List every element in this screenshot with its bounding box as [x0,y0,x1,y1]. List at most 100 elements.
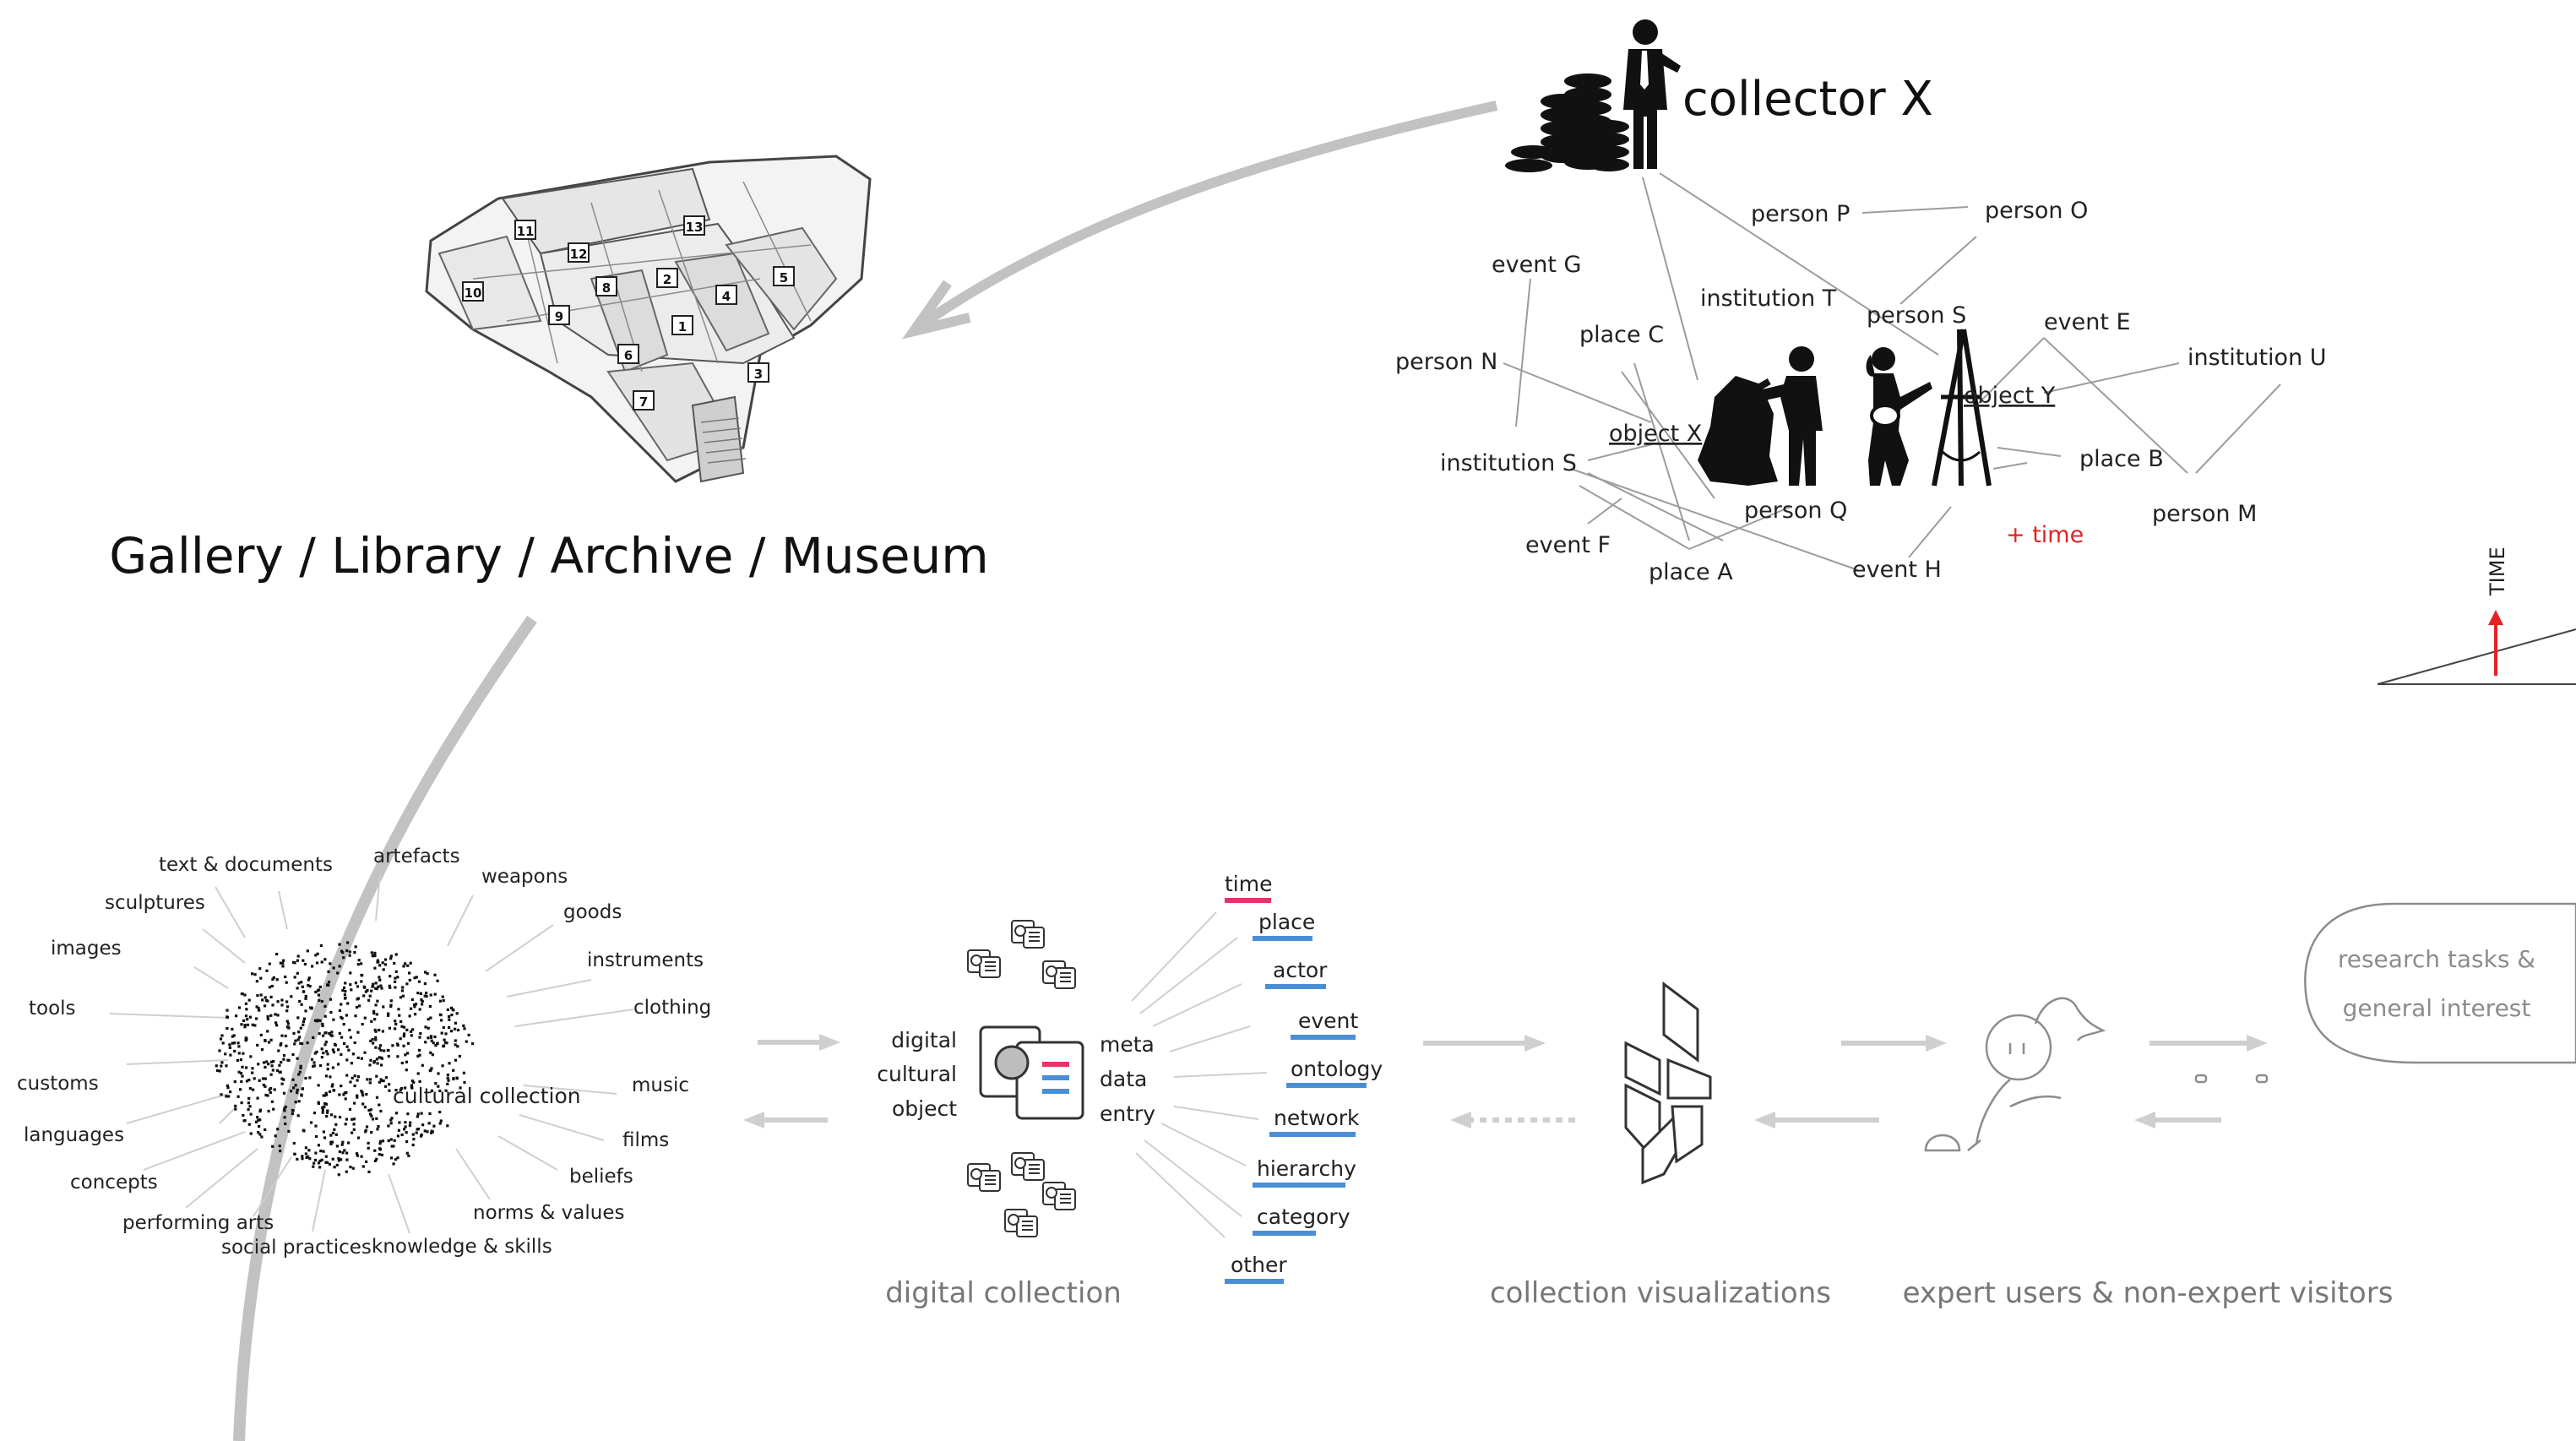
collection-item-dot [314,1151,318,1155]
collection-item-dot [338,1116,342,1119]
node-person-p: person P [1751,201,1850,227]
collection-item-dot [269,1014,273,1017]
node-event-g: event G [1492,252,1581,278]
collection-item-dot [285,1020,289,1023]
collection-item-dot [319,943,323,948]
collection-item-dot [448,1014,451,1019]
collection-item-dot [233,1041,236,1045]
collection-item-dot [272,1107,275,1111]
collection-item-dot [256,1116,259,1119]
collection-item-dot [376,1128,379,1131]
collection-item-dot [243,993,247,997]
collection-item-dot [349,983,352,987]
collection-item-dot [368,1078,372,1081]
collection-item-dot [437,1072,440,1075]
collection-item-dot [378,1139,383,1143]
collection-item-dot [304,1076,307,1080]
collector-figure-icon [1623,19,1681,169]
collection-item-dot [323,1101,327,1106]
collection-item-dot [428,1004,432,1009]
collection-item-dot [420,1133,423,1137]
tasks-line-2: general interest [2343,994,2531,1022]
collection-item-dot [271,1069,274,1072]
collection-item-dot [459,1086,462,1090]
collection-item-dot [454,1039,457,1042]
collection-item-dot [340,1052,343,1056]
collection-item-dot [372,1061,376,1064]
collection-item-dot [274,1021,278,1025]
collection-item-dot [317,1144,320,1147]
collection-item-dot [353,1074,356,1078]
collection-item-dot [373,1149,377,1152]
collection-item-dot [325,1161,329,1164]
collection-item-dot [442,1025,445,1030]
collection-item-dot [237,1045,241,1048]
meta-field-ontology: ontology [1291,1057,1383,1081]
digital-object-cards [967,920,1076,1237]
collection-item-dot [443,1038,446,1041]
collection-item-dot [372,954,375,957]
collection-item-dot [284,1105,287,1109]
collection-item-dot [306,949,309,953]
collection-item-dot [275,953,279,956]
collection-item-dot [361,1165,365,1168]
collection-item-dot [373,1018,377,1021]
collection-item-dot [343,1149,346,1152]
collection-item-dot [418,1036,421,1039]
collection-item-dot [270,1064,274,1068]
collection-item-dot [413,976,416,980]
collection-item-dot [430,1067,433,1070]
collection-item-dot [454,1058,458,1062]
collection-item-dot [392,1162,395,1166]
collection-item-dot [321,1106,324,1109]
collection-item-dot [390,1117,394,1120]
collection-item-dot [433,992,437,996]
collection-item-dot [439,1119,443,1123]
collection-item-dot [344,990,347,993]
digital-object-label: digital cultural object [877,1028,957,1121]
collection-item-dot [388,1083,391,1086]
collection-item-dot [334,1133,338,1136]
collection-item-dot [258,1124,261,1128]
collection-item-dot [270,984,274,988]
collection-item-dot [387,1124,390,1128]
collection-item-dot [322,1094,325,1097]
collection-item-dot [271,1145,274,1148]
collection-item-dot [255,980,258,983]
collection-item-dot [436,1041,439,1045]
collection-item-dot [301,1087,304,1090]
collection-item-dot [318,1166,322,1169]
category-ray [219,1106,237,1124]
collection-item-dot [327,981,331,984]
collection-item-dot [290,1090,293,1093]
meta-field-network: network [1274,1106,1360,1130]
collection-item-dot [309,1121,313,1124]
collection-item-dot [318,1159,322,1162]
collection-item-dot [236,1095,240,1098]
collection-item-dot [314,954,318,957]
collection-item-dot [253,1024,257,1027]
collection-item-dot [415,1131,418,1134]
collection-item-dot [367,1170,371,1173]
collection-item-dot [405,1140,409,1144]
collection-item-dot [356,1136,361,1139]
collection-item-dot [234,1107,237,1111]
collection-item-dot [398,1121,401,1124]
collection-item-dot [293,1152,296,1156]
collection-item-dot [361,1102,365,1106]
collection-item-dot [463,1080,466,1085]
collection-item-dot [362,994,366,998]
collection-item-dot [313,1052,317,1055]
collection-item-dot [410,1007,413,1010]
visualization-panels-icon [1624,982,1712,1185]
collection-item-dot [296,1057,299,1060]
collection-item-dot [271,1003,274,1007]
collection-item-dot [334,1123,338,1126]
collection-item-dot [243,1025,247,1029]
collection-item-dot [350,1062,353,1065]
collection-item-dot [381,1030,384,1033]
collection-item-dot [264,1065,267,1069]
collection-item-dot [378,1028,381,1032]
collection-item-dot [324,1074,328,1078]
collection-item-dot [275,1024,279,1027]
